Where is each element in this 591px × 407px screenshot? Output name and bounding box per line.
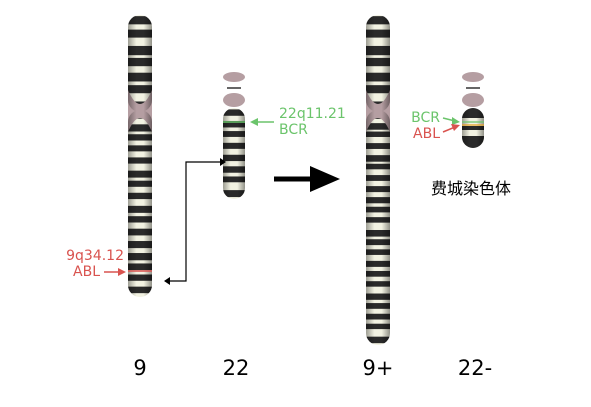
product-bcr-pointer-icon (442, 117, 460, 125)
chromosome-9-plus-label: 9+ (362, 356, 394, 380)
chromosome-9-plus (366, 15, 390, 345)
product-bcr-label: BCR (411, 110, 440, 126)
chromosome-9-label: 9 (133, 356, 147, 380)
chromosome-22-minus-label: 22- (457, 356, 493, 380)
shading (366, 110, 390, 345)
chr22-gene-label: BCR (279, 122, 308, 138)
product-abl-pointer-icon (442, 124, 460, 133)
bcr-pointer-icon (250, 118, 274, 126)
satellite (462, 72, 484, 82)
chr9-gene-label: ABL (73, 264, 100, 280)
abl-pointer-icon (104, 268, 126, 276)
shading (128, 110, 152, 297)
swap-connector-icon (164, 158, 226, 285)
shading (128, 15, 152, 112)
philadelphia-chromosome-label: 费城染色体 (431, 179, 512, 198)
chromosome-9 (128, 15, 152, 297)
satellite (223, 72, 245, 82)
chromosome-22-label: 22 (222, 356, 250, 380)
chr22-locus-label: 22q11.21 (279, 106, 346, 122)
short-arm (223, 93, 245, 107)
product-abl-label: ABL (413, 126, 440, 142)
short-arm (462, 93, 484, 107)
shading (462, 108, 484, 148)
big-right-arrow-icon (274, 166, 340, 192)
shading (366, 15, 390, 112)
chromosome-22-minus (462, 72, 484, 148)
shading (223, 108, 245, 199)
chromosome-22 (223, 72, 245, 199)
chr9-locus-label: 9q34.12 (66, 248, 124, 264)
